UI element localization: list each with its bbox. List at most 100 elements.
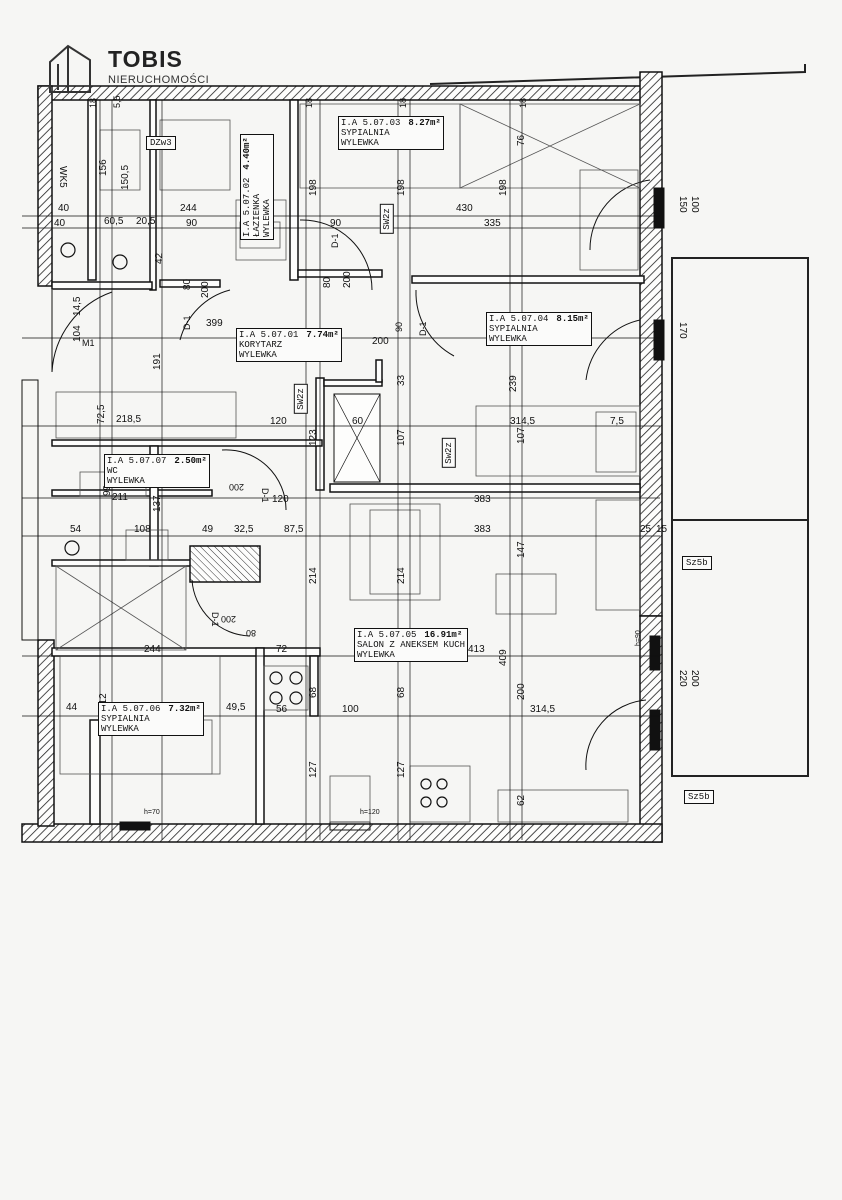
dim-123: 123 [308,429,319,446]
room-area: 4.40m² [242,137,252,170]
door-d1-e: D-1 [210,612,220,627]
dim-335: 335 [484,218,501,229]
dim-191: 191 [152,353,163,370]
dim-33: 33 [396,374,407,386]
room-area: 8.15m² [556,314,589,324]
dim-32-5: 32,5 [234,524,254,535]
room-code: I.A 5.07.06 [101,704,161,714]
room-finish: WYLEWKA [239,350,277,360]
dim-150-5: 150,5 [120,165,131,190]
room-code: I.A 5.07.03 [341,118,401,128]
dim-7-5: 7,5 [610,416,624,427]
door-m1: M1 [82,338,95,348]
room-code: I.A 5.07.04 [489,314,549,324]
room-name: ŁAZIENKA [252,193,262,237]
room-area: 7.74m² [306,330,339,340]
dim-49: 49 [202,524,214,535]
room-label-bedroom-top: I.A 5.07.03 8.27m² SYPIALNIA WYLEWKA [338,116,444,150]
dim-49-5: 49,5 [226,702,246,713]
dim-25: 25 [640,524,652,535]
dim-72: 72 [276,644,288,655]
dim-40b: 40 [54,218,66,229]
dim-107a: 107 [396,429,407,446]
room-finish: WYLEWKA [107,476,145,486]
room-name: SYPIALNIA [489,324,538,334]
dim-80b: 80 [322,276,333,288]
door-d1-b: D-1 [330,233,340,248]
room-name: SYPIALNIA [101,714,150,724]
room-name: SALON Z ANEKSEM KUCH [357,640,466,650]
dim-60-5: 60,5 [104,216,124,227]
door-swings [51,179,651,771]
room-area: 8.27m² [408,118,441,128]
room-area: 7.32m² [168,704,201,714]
room-area: 16.91m² [424,630,463,640]
door-labels: D-1 D-1 D-1 D-1 D-1 M1 200 200 80 90 h=9… [82,233,642,646]
dim-214b: 214 [396,567,407,584]
dim-40: 40 [58,203,70,214]
dim-107b: 107 [516,427,527,444]
dim-430: 430 [456,203,473,214]
dim-54: 54 [70,524,82,535]
dim-214a: 214 [308,567,319,584]
dim-72-5: 72,5 [96,404,107,424]
dim-120a: 120 [270,416,287,427]
dim-399: 399 [206,318,223,329]
room-finish: WYLEWKA [262,199,272,237]
tag-dz: DZw3 [146,136,176,150]
dim-wk5: WK5 [57,166,68,188]
dim-h120: h=120 [360,809,380,816]
dimension-labels-vertical: 156 150,5 198 198 198 76 200 200 80 80 4… [57,134,700,806]
dim-h70: h=70 [144,809,160,816]
windows [119,187,665,831]
room-area: 2.50m² [174,456,207,466]
dim-56: 56 [276,704,288,715]
dim-409: 409 [498,649,509,666]
dim-68a: 68 [308,686,319,698]
dim-200d: 200 [229,482,244,492]
room-name: SYPIALNIA [341,128,390,138]
dim-244: 244 [180,203,197,214]
dim-198b: 198 [396,179,407,196]
exterior-walls [21,71,663,843]
room-code: I.A 5.07.01 [239,330,299,340]
dim-218-5: 218,5 [116,414,141,425]
dim-147: 147 [516,541,527,558]
top-dim-1: 18 [88,98,98,108]
top-dim-5: 18 [518,98,528,108]
win-150: 150 [677,196,688,213]
dim-200c: 200 [372,336,389,347]
dim-60: 60 [352,416,364,427]
dim-244b: 244 [144,644,161,655]
dim-127a: 127 [308,761,319,778]
dim-90: 90 [186,218,198,229]
dim-137: 137 [152,495,163,512]
room-finish: WYLEWKA [101,724,139,734]
dim-76: 76 [516,134,527,146]
brand-tagline: NIERUCHOMOŚCI [108,74,210,86]
dim-20-5: 20,5 [136,216,156,227]
terrace-outline [429,64,809,777]
win-170: 170 [677,322,688,339]
house-icon [49,44,91,93]
room-finish: WYLEWKA [341,138,379,148]
room-code: I.A 5.07.07 [107,456,167,466]
dim-99: 99 [102,484,113,496]
tag-sz5b-b: Sz5b [684,790,714,804]
dim-200b: 200 [342,271,353,288]
room-code: I.A 5.07.05 [357,630,417,640]
dim-413: 413 [468,644,485,655]
room-finish: WYLEWKA [357,650,395,660]
dim-42: 42 [154,252,165,264]
room-label-bedroom-bottom: I.A 5.07.06 7.32m² SYPIALNIA WYLEWKA [98,702,204,736]
dim-312: 312 [98,693,109,710]
dim-239: 239 [508,375,519,392]
dim-383a: 383 [474,494,491,505]
top-dims: 18 5,5 18 18 18 [88,95,528,108]
dim-200a: 200 [200,281,211,298]
tag-sw2z-living: Sw2z [441,438,456,468]
